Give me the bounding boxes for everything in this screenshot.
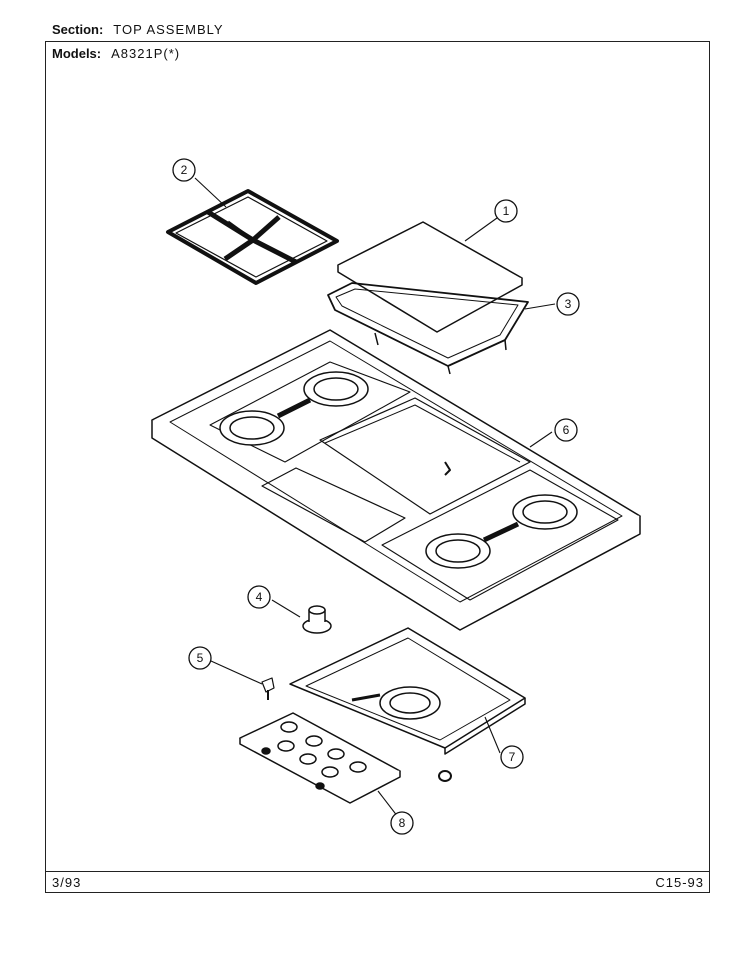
callout-7: 7: [500, 745, 524, 769]
callout-1: 1: [494, 199, 518, 223]
callout-3: 3: [556, 292, 580, 316]
callout-2-label: 2: [181, 163, 188, 177]
callout-7-label: 7: [509, 750, 516, 764]
callout-8-label: 8: [399, 816, 406, 830]
cooktop-drawing: [151, 329, 641, 631]
section-label: Section:: [52, 22, 104, 37]
models-value: A8321P(*): [111, 46, 181, 61]
diagram-frame: [45, 41, 710, 893]
nut-drawing: [438, 770, 452, 782]
burner-grate-drawing: [166, 189, 339, 285]
screw-drawing: [261, 677, 275, 700]
callout-6: 6: [554, 418, 578, 442]
callout-1-label: 1: [503, 204, 510, 218]
section-value: TOP ASSEMBLY: [113, 22, 224, 37]
section-header: Section: TOP ASSEMBLY: [52, 22, 224, 37]
heat-shield-drawing: [239, 712, 401, 804]
footer-code: C15-93: [655, 875, 704, 890]
footer-divider: [45, 871, 710, 872]
callout-4-label: 4: [256, 590, 263, 604]
footer-date: 3/93: [52, 875, 82, 890]
griddle-frame-drawing: [327, 282, 529, 375]
models-header: Models: A8321P(*): [52, 46, 180, 61]
callout-2: 2: [172, 158, 196, 182]
callout-5-label: 5: [197, 651, 204, 665]
callout-5: 5: [188, 646, 212, 670]
models-label: Models:: [52, 46, 102, 61]
callout-6-label: 6: [563, 423, 570, 437]
callout-3-label: 3: [565, 297, 572, 311]
leader-lines: [194, 177, 556, 818]
callout-8: 8: [390, 811, 414, 835]
burner-box-drawing: [289, 627, 526, 755]
griddle-plate-drawing: [337, 221, 523, 333]
knob-drawing: [302, 605, 332, 634]
callout-4: 4: [247, 585, 271, 609]
